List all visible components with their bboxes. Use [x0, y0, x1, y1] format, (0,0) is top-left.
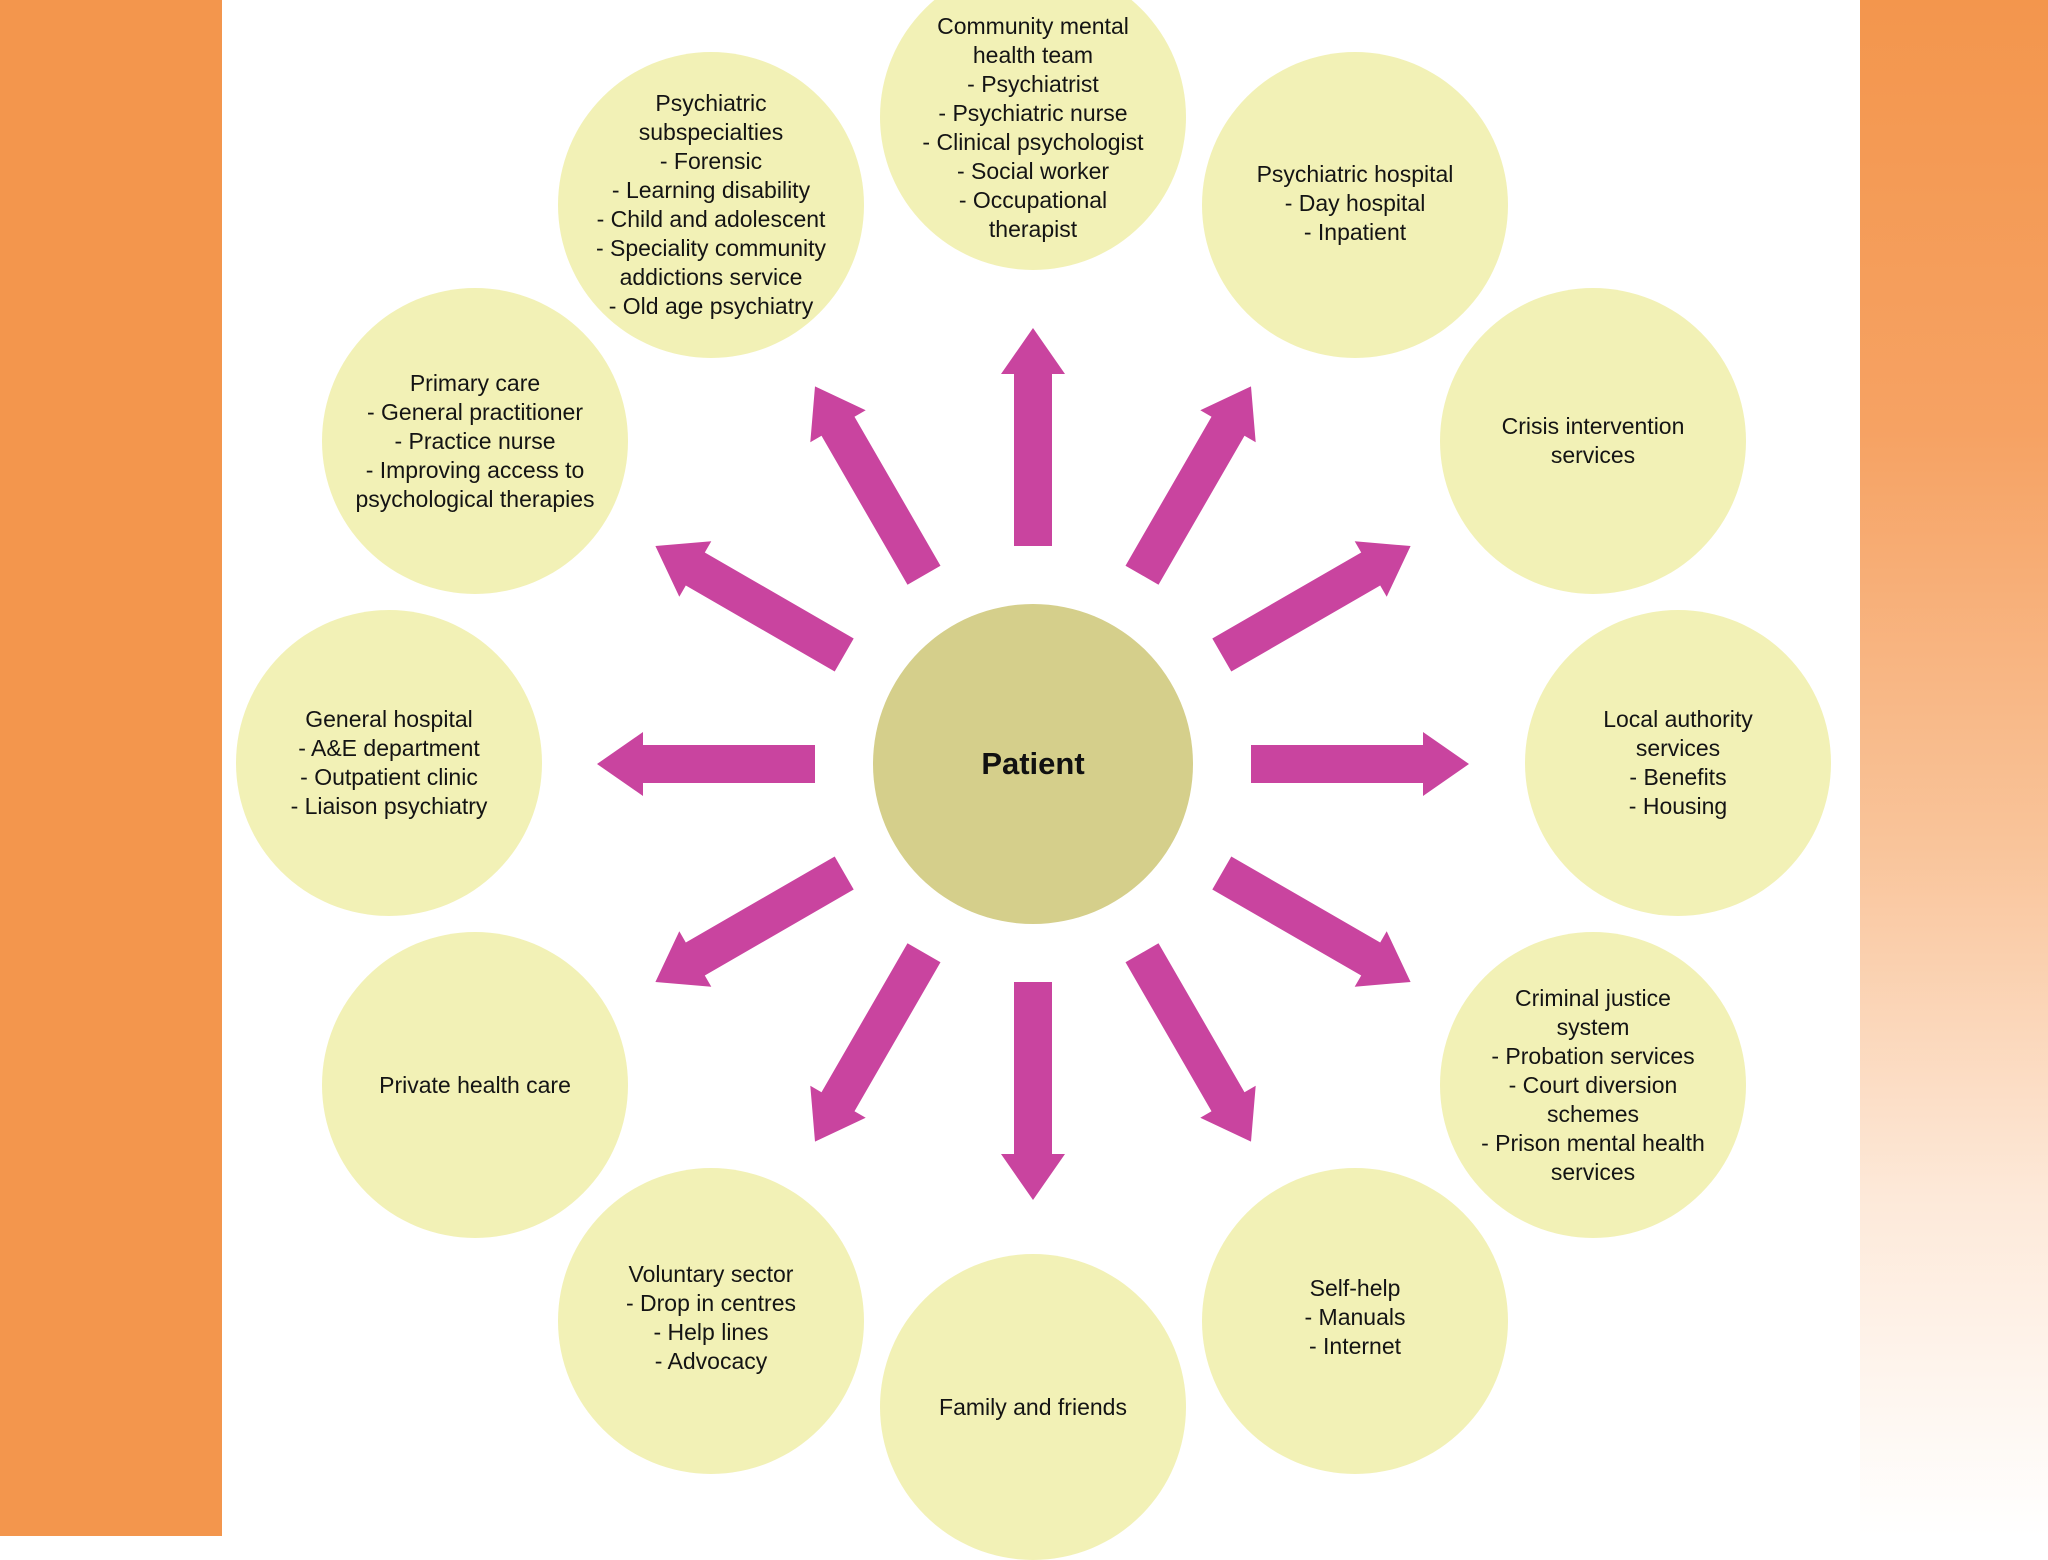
- psychiatric-subspecialties-node: Psychiatric subspecialties - Forensic - …: [558, 52, 864, 358]
- arrow-to-criminal-justice: [1212, 856, 1411, 987]
- arrow-to-subspecialties: [810, 386, 941, 585]
- node-line: - Practice nurse: [394, 427, 556, 454]
- node-line: - Manuals: [1304, 1304, 1406, 1330]
- node-line: - A&E department: [298, 735, 480, 761]
- self-help-node: Self-help - Manuals - Internet: [1202, 1168, 1508, 1474]
- node-line: - Improving access to: [365, 456, 585, 483]
- voluntary-sector-node: Voluntary sector - Drop in centres - Hel…: [558, 1168, 864, 1474]
- node-line: - Probation services: [1491, 1042, 1695, 1069]
- node-line: - Old age psychiatry: [608, 293, 814, 319]
- node-line: - Clinical psychologist: [922, 129, 1144, 155]
- family-and-friends-node: Family and friends: [880, 1254, 1186, 1560]
- node-line: - Learning disability: [611, 177, 811, 203]
- local-authority-node: Local authority services - Benefits - Ho…: [1525, 610, 1831, 916]
- node-line: - Forensic: [659, 148, 763, 174]
- arrow-to-crisis: [1212, 541, 1411, 672]
- node-line: - Housing: [1628, 793, 1728, 819]
- node-line: - Court diversion: [1508, 1071, 1678, 1098]
- node-line: Self-help: [1309, 1275, 1401, 1301]
- arrow-to-psych-hospital: [1125, 386, 1256, 585]
- arrow-to-primary-care: [655, 541, 854, 672]
- node-line: Family and friends: [939, 1393, 1127, 1420]
- node-line: - Liaison psychiatry: [290, 793, 488, 819]
- node-line: - Internet: [1308, 1333, 1402, 1359]
- node-line: system: [1556, 1013, 1630, 1040]
- node-line: Voluntary sector: [628, 1261, 794, 1287]
- node-line: - Occupational: [958, 187, 1108, 213]
- node-line: addictions service: [619, 264, 803, 290]
- node-line: - Prison mental health: [1481, 1129, 1705, 1156]
- primary-care-node: Primary care - General practitioner - Pr…: [322, 288, 628, 594]
- left-orange-border: [0, 0, 222, 1536]
- node-line: - Social worker: [956, 158, 1110, 184]
- general-hospital-node: General hospital - A&E department - Outp…: [236, 610, 542, 916]
- node-line: - Child and adolescent: [596, 206, 826, 232]
- node-line: psychological therapies: [355, 485, 595, 512]
- node-line: - Psychiatric nurse: [938, 100, 1128, 126]
- patient-node: Patient: [873, 604, 1193, 924]
- node-line: Psychiatric: [655, 90, 767, 116]
- arrow-to-private: [655, 856, 854, 987]
- arrow-to-self-help: [1125, 943, 1256, 1142]
- arrow-to-local-authority: [1251, 732, 1469, 796]
- node-line: - Help lines: [653, 1319, 769, 1345]
- node-line: - Day hospital: [1284, 190, 1426, 216]
- node-line: - Psychiatrist: [967, 71, 1099, 97]
- node-line: - General practitioner: [366, 398, 584, 425]
- arrow-to-family: [1001, 982, 1065, 1200]
- node-line: Local authority: [1603, 706, 1753, 732]
- node-line: - Advocacy: [654, 1348, 768, 1374]
- arrow-to-community: [1001, 328, 1065, 546]
- node-line: - Benefits: [1629, 764, 1727, 790]
- node-line: - Inpatient: [1303, 219, 1407, 245]
- patient-label: Patient: [981, 746, 1085, 781]
- arrow-to-voluntary: [810, 943, 941, 1142]
- node-line: services: [1550, 442, 1636, 468]
- criminal-justice-node: Criminal justice system - Probation serv…: [1440, 932, 1746, 1238]
- psychiatric-hospital-node: Psychiatric hospital - Day hospital - In…: [1202, 52, 1508, 358]
- node-line: Crisis intervention: [1501, 413, 1685, 439]
- node-line: Primary care: [409, 369, 541, 396]
- crisis-intervention-node: Crisis intervention services: [1440, 288, 1746, 594]
- community-mental-health-node: Community mental health team - Psychiatr…: [880, 0, 1186, 270]
- node-line: subspecialties: [638, 119, 784, 145]
- node-line: Psychiatric hospital: [1256, 161, 1454, 187]
- node-line: Criminal justice: [1515, 984, 1671, 1011]
- node-line: - Outpatient clinic: [300, 764, 478, 790]
- node-line: Private health care: [379, 1071, 571, 1098]
- node-line: health team: [972, 42, 1094, 68]
- node-line: - Drop in centres: [625, 1290, 796, 1316]
- right-orange-border: [1860, 0, 2048, 1536]
- arrow-to-general-hospital: [597, 732, 815, 796]
- node-line: - Speciality community: [595, 235, 827, 261]
- node-line: schemes: [1546, 1100, 1640, 1127]
- node-line: Community mental: [937, 13, 1129, 39]
- node-line: services: [1635, 735, 1721, 761]
- node-line: General hospital: [305, 706, 473, 732]
- node-line: services: [1550, 1158, 1636, 1185]
- private-health-care-node: Private health care: [322, 932, 628, 1238]
- node-line: therapist: [988, 216, 1078, 242]
